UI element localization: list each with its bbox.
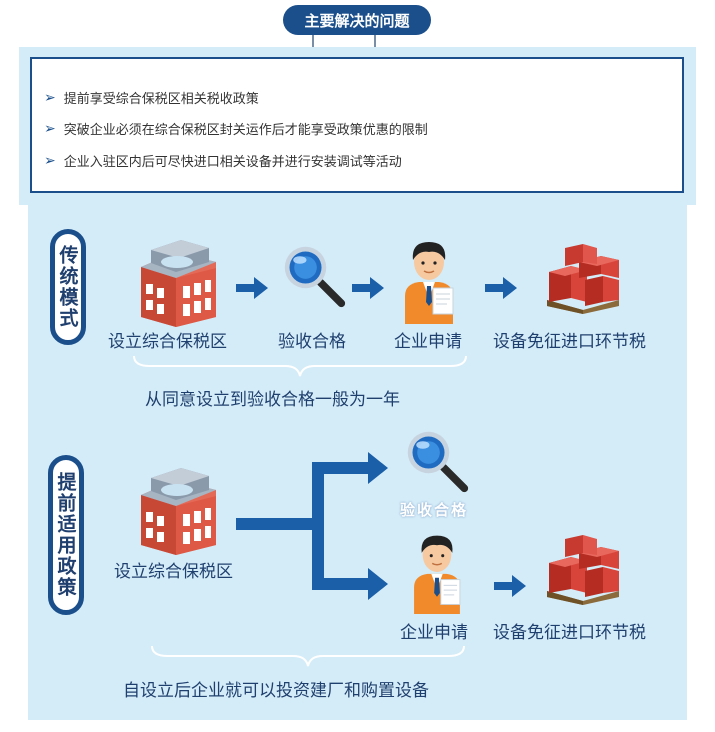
right-arrow-icon (352, 277, 384, 299)
list-item-text: 企业入驻区内后可尽快进口相关设备并进行安装调试等活动 (63, 155, 402, 170)
list-item: ➢ 突破企业必须在综合保税区封关运作后才能享受政策优惠的限制 (44, 119, 428, 139)
early-brace (151, 645, 465, 667)
early-policy-label: 提前适用政策 (48, 455, 84, 615)
step-label: 设立综合保税区 (108, 332, 227, 352)
arrow-bullet-icon: ➢ (44, 89, 56, 106)
list-item-text: 提前享受综合保税区相关税收政策 (63, 92, 259, 107)
section-title: 主要解决的问题 (283, 5, 431, 35)
right-arrow-icon (236, 277, 268, 299)
right-arrow-icon (494, 575, 526, 597)
step-label: 设备免征进口环节税 (493, 332, 646, 352)
branch-arrows (236, 452, 388, 600)
traditional-mode-label: 传统模式 (50, 229, 86, 345)
traditional-brace (133, 355, 467, 377)
step-label: 验收合格 (400, 501, 469, 519)
cargo-boxes-icon (543, 535, 623, 605)
list-item-text: 突破企业必须在综合保税区封关运作后才能享受政策优惠的限制 (63, 123, 428, 138)
right-arrow-icon (485, 277, 517, 299)
arrow-bullet-icon: ➢ (44, 152, 56, 169)
arrow-bullet-icon: ➢ (44, 120, 56, 137)
step-label: 企业申请 (400, 623, 468, 643)
step-label: 验收合格 (278, 332, 346, 352)
building-icon (130, 460, 222, 555)
magnifier-icon (404, 428, 470, 494)
step-label: 设立综合保税区 (114, 562, 233, 582)
list-item: ➢ 企业入驻区内后可尽快进口相关设备并进行安装调试等活动 (44, 151, 402, 171)
problems-list: ➢ 提前享受综合保税区相关税收政策 ➢ 突破企业必须在综合保税区封关运作后才能享… (30, 57, 684, 193)
list-item: ➢ 提前享受综合保税区相关税收政策 (44, 88, 259, 108)
magnifier-icon (281, 243, 347, 309)
early-note: 自设立后企业就可以投资建厂和购置设备 (123, 681, 429, 701)
title-connector-left (312, 30, 314, 50)
step-label: 设备免征进口环节税 (493, 623, 646, 643)
businessman-icon (406, 528, 468, 614)
title-connector-right (374, 30, 376, 50)
step-label: 企业申请 (394, 332, 462, 352)
traditional-note: 从同意设立到验收合格一般为一年 (145, 390, 400, 410)
cargo-boxes-icon (543, 244, 623, 314)
building-icon (130, 232, 222, 327)
businessman-icon (398, 234, 460, 324)
